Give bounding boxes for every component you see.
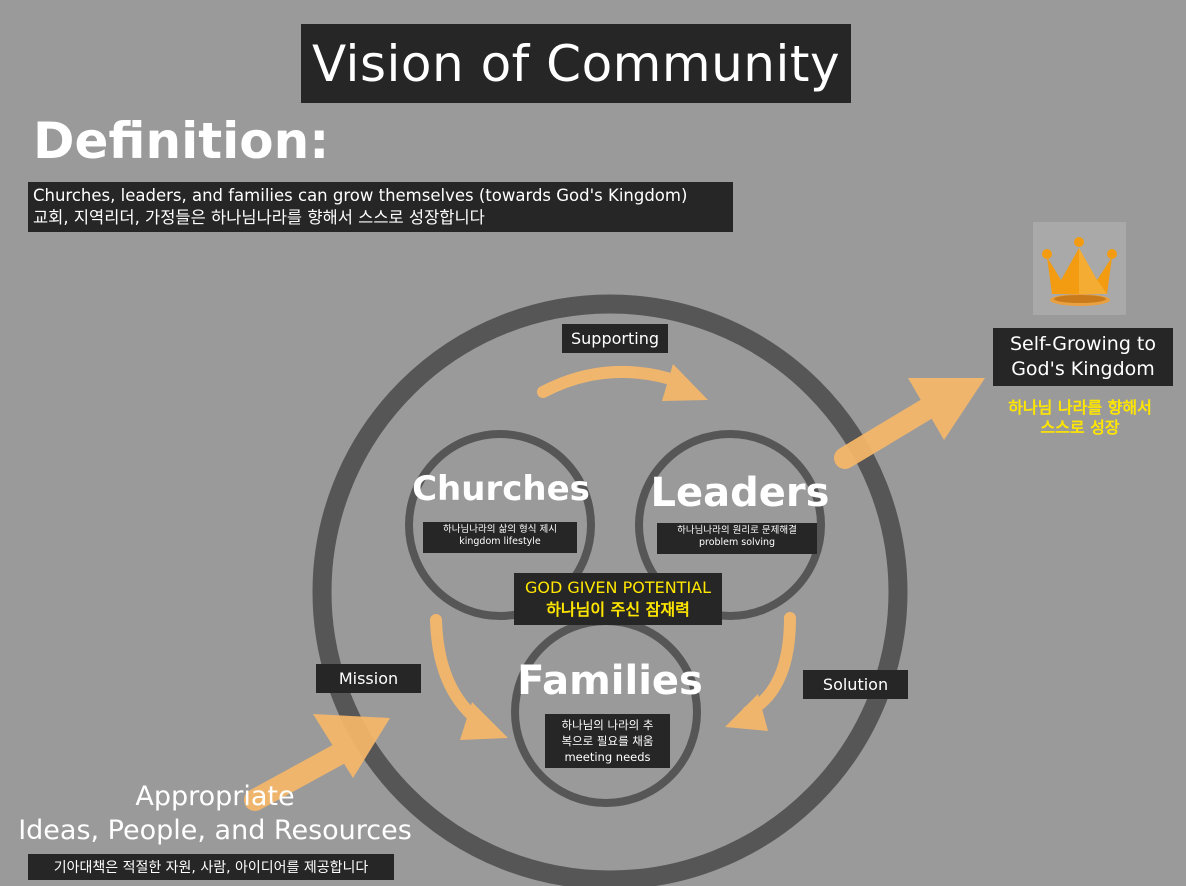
solution-arrow <box>725 612 796 731</box>
supporting-arrow <box>537 364 708 401</box>
solution-label: Solution <box>803 670 908 699</box>
churches-caption: 하나님나라의 삶의 형식 제시 kingdom lifestyle <box>423 522 577 553</box>
leaders-caption: 하나님나라의 원리로 문제해결 problem solving <box>657 523 817 554</box>
input-text: Appropriate Ideas, People, and Resources <box>0 780 430 848</box>
potential-korean: 하나님이 주신 잠재력 <box>546 600 690 619</box>
leaders-caption-en: problem solving <box>698 537 776 548</box>
churches-caption-kr: 하나님나라의 삶의 형식 제시 <box>443 524 557 535</box>
churches-caption-en: kingdom lifestyle <box>459 536 541 547</box>
crown-icon <box>1042 237 1117 306</box>
goal-line1: Self-Growing to <box>1009 333 1156 355</box>
input-line1: Appropriate <box>135 781 295 812</box>
goal-korean: 하나님 나라를 향해서 스스로 성장 <box>985 398 1175 438</box>
mission-arrow <box>430 614 508 740</box>
goal-box: Self-Growing to God's Kingdom <box>993 328 1173 386</box>
families-caption-kr2: 복으로 필요를 채움 <box>561 734 654 748</box>
input-arrow <box>244 714 390 811</box>
definition-box: Churches, leaders, and families can grow… <box>28 182 733 232</box>
families-caption-en: meeting needs <box>564 750 651 764</box>
families-caption-kr1: 하나님의 나라의 추 <box>561 718 654 732</box>
goal-korean-line1: 하나님 나라를 향해서 <box>1008 398 1152 417</box>
mission-label: Mission <box>316 664 421 693</box>
families-circle <box>511 617 701 807</box>
families-caption: 하나님의 나라의 추 복으로 필요를 채움 meeting needs <box>545 714 670 768</box>
outer-circle <box>312 294 908 886</box>
definition-korean: 교회, 지역리더, 가정들은 하나님나라를 향해서 스스로 성장합니다 <box>33 208 485 227</box>
goal-line2: God's Kingdom <box>1011 358 1155 380</box>
input-korean: 기아대책은 적절한 자원, 사람, 아이디어를 제공합니다 <box>28 854 394 880</box>
potential-box: GOD GIVEN POTENTIAL 하나님이 주신 잠재력 <box>514 573 722 625</box>
supporting-label: Supporting <box>562 324 668 353</box>
crown-icon-tile <box>1033 222 1126 315</box>
families-title: Families <box>517 658 703 704</box>
growth-arrow <box>834 378 985 469</box>
page-title: Vision of Community <box>301 24 851 103</box>
churches-title: Churches <box>412 469 590 509</box>
leaders-caption-kr: 하나님나라의 원리로 문제해결 <box>677 525 797 536</box>
input-line2: Ideas, People, and Resources <box>18 815 412 846</box>
goal-korean-line2: 스스로 성장 <box>1040 418 1120 437</box>
leaders-title: Leaders <box>650 470 830 516</box>
potential-english: GOD GIVEN POTENTIAL <box>524 578 712 597</box>
definition-english: Churches, leaders, and families can grow… <box>33 186 688 205</box>
definition-heading: Definition: <box>33 112 330 170</box>
